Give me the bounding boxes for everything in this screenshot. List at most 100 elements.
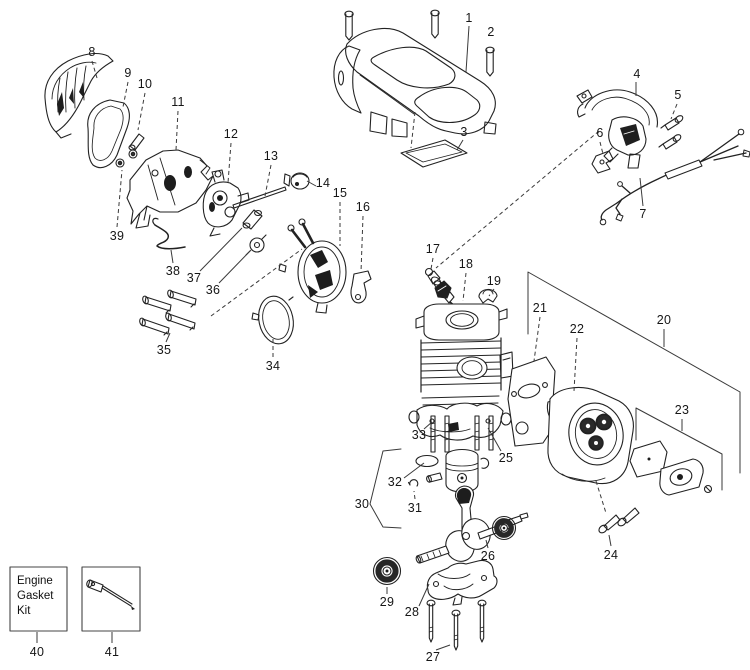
leader-line [418, 583, 430, 607]
bracket16-drawing [350, 270, 372, 304]
part-number-label-38: 38 [165, 264, 181, 278]
part-number-label-8: 8 [88, 45, 96, 59]
part-number-label-40: 40 [29, 645, 45, 659]
piston-kit-drawing [407, 448, 490, 493]
part-number-label-2: 2 [487, 25, 495, 39]
part-number-label-1: 1 [465, 11, 473, 25]
part-number-label-21: 21 [532, 301, 548, 315]
part-number-label-24: 24 [603, 548, 619, 562]
leader-line [218, 249, 252, 284]
part-number-label-5: 5 [674, 88, 682, 102]
bearing29-drawing [372, 556, 402, 586]
crankcase-drawing [426, 559, 498, 606]
part-number-label-30: 30 [354, 497, 370, 511]
leader-line [410, 111, 416, 149]
part-number-label-9: 9 [124, 66, 132, 80]
part-number-label-18: 18 [458, 257, 474, 271]
seal-ring-drawing [251, 295, 294, 345]
part-number-label-29: 29 [379, 595, 395, 609]
muffler-cover-drawing [629, 440, 713, 496]
spark-plug-drawing [424, 267, 457, 312]
brake-housing-drawing [126, 149, 214, 229]
part-number-label-34: 34 [265, 359, 281, 373]
part-number-label-27: 27 [425, 650, 441, 664]
leader-line [137, 92, 146, 131]
leader-line [91, 60, 98, 79]
part-number-label-6: 6 [596, 126, 604, 140]
leader-line [595, 480, 607, 514]
leader-line [210, 248, 303, 317]
ground-wire-drawing [152, 217, 186, 250]
part-number-label-28: 28 [404, 605, 420, 619]
leader-line [456, 139, 464, 151]
leader-line [435, 644, 451, 651]
clamp19-drawing [478, 288, 498, 304]
part-number-label-17: 17 [425, 242, 441, 256]
part-number-label-41: 41 [104, 645, 120, 659]
leader-line [462, 272, 467, 302]
cylinder-drawing [408, 303, 514, 441]
part-number-label-4: 4 [633, 67, 641, 81]
leader-line [175, 110, 179, 151]
part-number-label-32: 32 [387, 475, 403, 489]
throttle-plate-drawing [278, 218, 347, 314]
wiring-harness-drawing [599, 128, 750, 226]
cover-screws-drawing [344, 9, 495, 77]
leader-line [413, 490, 416, 500]
sleeve-drawing [242, 209, 263, 230]
case-screws-drawing [426, 599, 487, 651]
primer-bulb-drawing [283, 172, 310, 190]
leader-line [116, 169, 123, 228]
leader-line [122, 81, 129, 108]
kit-boxes-drawing [9, 566, 141, 632]
bearing26-drawing [491, 515, 517, 541]
muffler-drawing [546, 387, 634, 485]
part-number-label-12: 12 [223, 127, 239, 141]
brake-gasket-drawing [87, 99, 130, 169]
part-number-label-11: 11 [171, 95, 185, 109]
leader-line [485, 539, 489, 549]
mount-screws-drawing [139, 289, 197, 336]
part-number-label-36: 36 [205, 283, 221, 297]
bracket6-drawing [591, 150, 614, 174]
leader-line [639, 177, 644, 207]
leader-line [465, 25, 470, 73]
part-number-label-10: 10 [137, 77, 153, 91]
engine-gasket-kit-label: Engine Gasket Kit [17, 575, 54, 618]
part-number-label-3: 3 [460, 125, 468, 139]
air-filter-pad-drawing [400, 139, 468, 168]
engine-cover-drawing [333, 27, 497, 138]
part-number-label-7: 7 [639, 207, 647, 221]
leader-line [227, 142, 232, 184]
hand-guard-drawing [44, 52, 114, 139]
part-number-label-15: 15 [332, 186, 348, 200]
leader-line [608, 534, 612, 547]
part-number-label-31: 31 [407, 501, 423, 515]
lube-tool-drawing [86, 579, 135, 610]
leader-line [670, 103, 678, 120]
leader-line [573, 337, 578, 392]
fuel-rod-drawing [232, 186, 287, 209]
muffler-gasket-drawing [507, 356, 556, 447]
leader-line [264, 164, 272, 197]
leader-line [199, 227, 243, 272]
part-number-label-35: 35 [156, 343, 172, 357]
leader-line [533, 316, 541, 362]
part-number-label-22: 22 [569, 322, 585, 336]
group-brackets-drawing [369, 271, 741, 529]
leader-line [165, 332, 171, 343]
leader-line [487, 427, 502, 452]
part-number-label-33: 33 [411, 428, 427, 442]
part-number-label-39: 39 [109, 229, 125, 243]
part-number-label-20: 20 [656, 313, 672, 327]
part-number-label-25: 25 [498, 451, 514, 465]
carburetor-drawing [202, 169, 250, 237]
part-number-label-26: 26 [480, 549, 496, 563]
muffler-screws-drawing [598, 507, 640, 534]
leader-line [435, 130, 600, 269]
part-number-label-37: 37 [186, 271, 202, 285]
part-number-label-13: 13 [263, 149, 279, 163]
